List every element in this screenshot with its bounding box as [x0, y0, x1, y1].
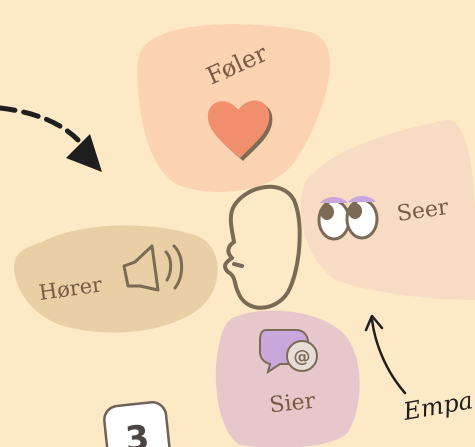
number-badge: 3 — [103, 401, 171, 447]
petal-saying: @ Sier — [216, 311, 360, 447]
svg-text:@: @ — [294, 347, 311, 367]
number-badge-label: 3 — [124, 418, 152, 447]
saying-label: Sier — [268, 389, 316, 419]
